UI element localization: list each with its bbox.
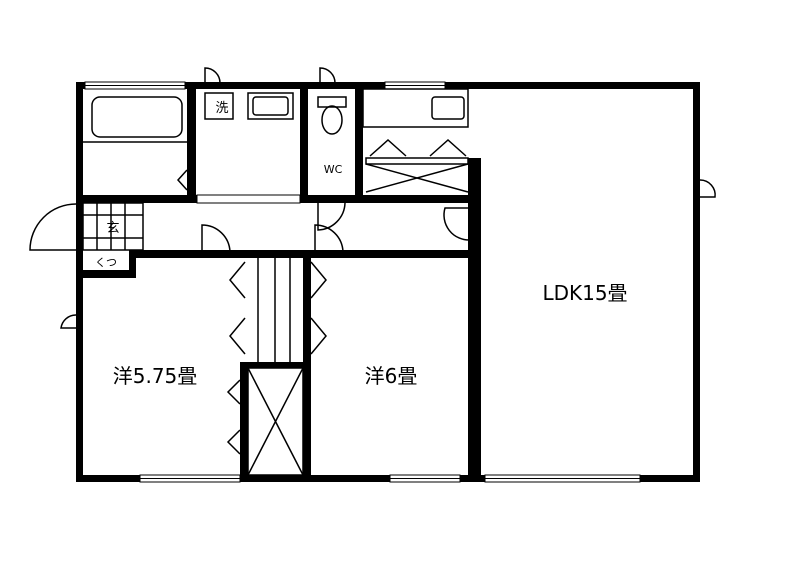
ldk-label: LDK15畳 xyxy=(542,281,627,305)
shoe-box-label: くつ xyxy=(95,256,117,269)
western-room-2-label: 洋6畳 xyxy=(365,364,418,388)
door-ldk-icon xyxy=(443,207,471,241)
entrance-door-icon xyxy=(29,203,77,251)
sink-icon xyxy=(247,92,294,120)
wc-label: WC xyxy=(324,163,343,176)
toilet-tank-icon xyxy=(317,96,347,108)
washer-box xyxy=(204,92,234,120)
door-ldk-exterior-icon xyxy=(699,179,716,198)
door-room1-icon xyxy=(201,224,231,253)
washroom-label: 洗 xyxy=(215,101,228,116)
wall-bath-wash xyxy=(187,82,196,202)
wall-ldk xyxy=(468,158,481,482)
door-room2-icon xyxy=(314,224,344,253)
windows xyxy=(84,81,641,483)
fixtures xyxy=(29,67,716,476)
entrance-label: 玄 xyxy=(106,221,119,236)
entrance-tiles xyxy=(82,202,144,251)
wall-right xyxy=(693,82,700,482)
basin-icon xyxy=(431,96,465,120)
wall-wc-closet xyxy=(355,82,363,202)
door-wc2-icon xyxy=(317,202,346,231)
wall-shoebox xyxy=(83,270,136,278)
wall-hall-bottom xyxy=(136,250,476,258)
door-wash-icon xyxy=(204,67,221,85)
wall-bottom xyxy=(76,475,700,482)
door-room1-exterior-icon xyxy=(60,314,77,329)
wall-closet-left xyxy=(240,365,248,482)
wall-left xyxy=(76,82,83,482)
bathtub-icon xyxy=(91,96,183,138)
western-room-1-label: 洋5.75畳 xyxy=(113,364,198,388)
wall-wash-wc xyxy=(300,82,308,202)
toilet-bowl-icon xyxy=(321,105,343,135)
door-wc-icon xyxy=(319,67,336,85)
